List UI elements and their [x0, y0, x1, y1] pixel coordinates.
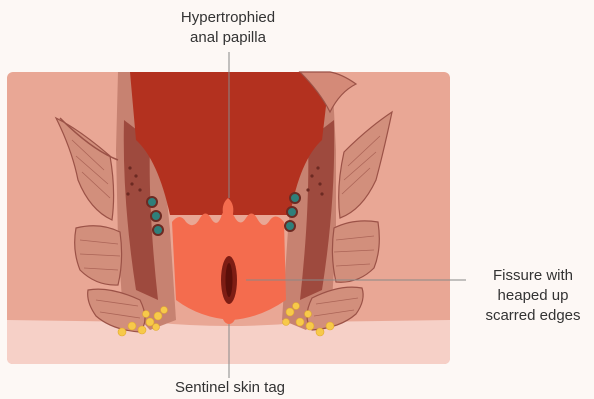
fissure-label: Fissure with heaped up scarred edges: [466, 266, 594, 326]
sentinel-tag-label-text: Sentinel skin tag: [140, 378, 320, 398]
sentinel-tag-shape: [222, 304, 236, 324]
fissure-label-line-2: heaped up: [466, 286, 594, 306]
fissure-label-line-1: Fissure with: [466, 266, 594, 286]
hypertrophied-papilla-label: Hypertrophied anal papilla: [148, 8, 308, 48]
fissure-label-line-3: scarred edges: [466, 306, 594, 326]
papilla-label-line-1: Hypertrophied: [148, 8, 308, 28]
papilla-label-line-2: anal papilla: [148, 28, 308, 48]
sentinel-tag-label: Sentinel skin tag: [140, 378, 320, 398]
